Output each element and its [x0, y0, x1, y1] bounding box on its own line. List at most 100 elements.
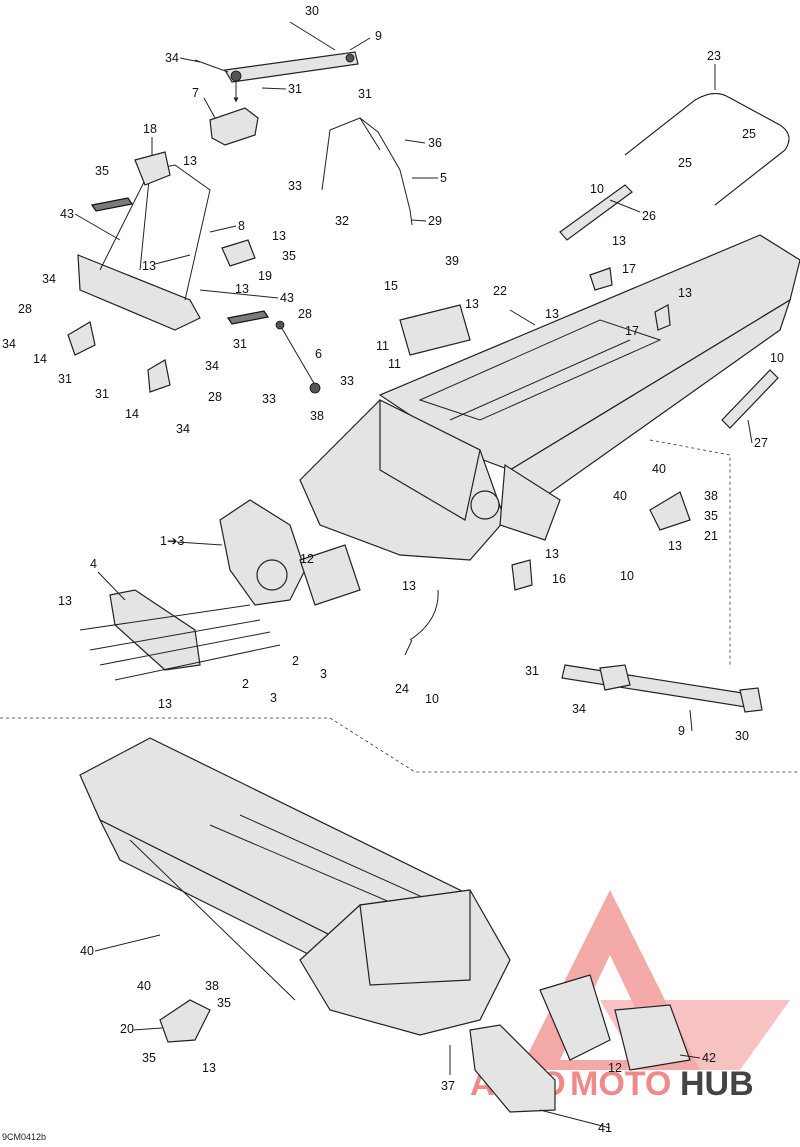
callout-18: 18 [143, 122, 157, 136]
callout-33: 33 [288, 179, 302, 193]
callout-33: 33 [262, 392, 276, 406]
part-12-lower [539, 974, 611, 1061]
callout-25: 25 [678, 156, 692, 170]
part-15-bracket [399, 304, 471, 356]
part-23-grab-handle [624, 93, 790, 206]
part-16-bracket [511, 559, 533, 591]
callout-5: 5 [440, 171, 447, 185]
watermark-suffix: HUB [680, 1065, 754, 1103]
callout-3: 3 [320, 667, 327, 681]
callout-3: 3 [270, 691, 277, 705]
callout-34: 34 [165, 51, 179, 65]
callout-34: 34 [2, 337, 16, 351]
callout-2: 2 [242, 677, 249, 691]
callout-27: 27 [754, 436, 768, 450]
callout-13: 13 [202, 1061, 216, 1075]
callout-4: 4 [90, 557, 97, 571]
part-41-plate [469, 1024, 556, 1113]
part-5-steering-post [321, 117, 413, 226]
callout-12: 12 [608, 1061, 622, 1075]
callout-10: 10 [620, 569, 634, 583]
callout-9: 9 [678, 724, 685, 738]
callout-35: 35 [95, 164, 109, 178]
callout-14: 14 [125, 407, 139, 421]
part-43-decal-upper [91, 197, 133, 212]
callout-13: 13 [545, 307, 559, 321]
callout-41: 41 [598, 1121, 612, 1135]
part-43-decal-lower [227, 310, 269, 325]
callout-10: 10 [770, 351, 784, 365]
callout-35: 35 [217, 996, 231, 1010]
callout-15: 15 [384, 279, 398, 293]
callout-9: 9 [375, 29, 382, 43]
callout-13: 13 [678, 286, 692, 300]
callout-31: 31 [95, 387, 109, 401]
callout-31: 31 [358, 87, 372, 101]
callout-labels: 30 9 34 31 7 31 36 33 5 32 29 23 25 25 1… [2, 4, 784, 1135]
callout-28: 28 [298, 307, 312, 321]
part-8-front-frame [77, 151, 256, 331]
callout-36: 36 [428, 136, 442, 150]
diagram-code: 9CM0412b [2, 1132, 47, 1142]
callout-28: 28 [208, 390, 222, 404]
callout-26: 26 [642, 209, 656, 223]
callout-13: 13 [465, 297, 479, 311]
part-27-rail [721, 369, 779, 429]
callout-24: 24 [395, 682, 409, 696]
part-9-upper-arm [194, 21, 359, 103]
screws-13-front [79, 604, 281, 681]
callout-35: 35 [282, 249, 296, 263]
callout-23: 23 [707, 49, 721, 63]
callout-13: 13 [545, 547, 559, 561]
callout-40: 40 [613, 489, 627, 503]
part-20-footrest [159, 999, 211, 1043]
callout-33: 33 [340, 374, 354, 388]
callout-12: 12 [300, 552, 314, 566]
callout-43: 43 [280, 291, 294, 305]
callout-19: 19 [258, 269, 272, 283]
callout-8: 8 [238, 219, 245, 233]
callout-20: 20 [120, 1022, 134, 1036]
callout-13: 13 [668, 539, 682, 553]
callout-31: 31 [58, 372, 72, 386]
part-4-side-plate [109, 589, 201, 671]
callout-37: 37 [441, 1079, 455, 1093]
callout-14: 14 [33, 352, 47, 366]
part-24-tab [404, 639, 413, 656]
callout-34: 34 [42, 272, 56, 286]
leader-lines [74, 37, 753, 1129]
callout-42: 42 [702, 1051, 716, 1065]
callout-40: 40 [80, 944, 94, 958]
callout-13: 13 [158, 697, 172, 711]
part-17-bracket [589, 267, 613, 291]
callout-6: 6 [315, 347, 322, 361]
callout-11: 11 [388, 357, 401, 371]
callout-28: 28 [18, 302, 32, 316]
callout-7: 7 [192, 86, 199, 100]
callout-1-to-3: 1➔3 [160, 534, 184, 548]
callout-10: 10 [425, 692, 439, 706]
part-26-rail [559, 184, 633, 241]
callout-31: 31 [288, 82, 302, 96]
callout-22: 22 [493, 284, 507, 298]
part-21-footrest [649, 491, 691, 531]
leader-24 [409, 589, 439, 641]
callout-11: 11 [376, 339, 389, 353]
callout-13: 13 [58, 594, 72, 608]
part-1-3-front-module [219, 499, 306, 606]
callout-10: 10 [590, 182, 604, 196]
part-9-lower-arm [561, 664, 763, 713]
callout-39: 39 [445, 254, 459, 268]
callout-43: 43 [60, 207, 74, 221]
callout-35: 35 [704, 509, 718, 523]
callout-34: 34 [205, 359, 219, 373]
callout-13: 13 [272, 229, 286, 243]
part-13-bracket-top [654, 304, 671, 331]
callout-38: 38 [205, 979, 219, 993]
callout-13: 13 [402, 579, 416, 593]
part-6-strut [275, 320, 321, 394]
callout-30: 30 [735, 729, 749, 743]
callout-13: 13 [183, 154, 197, 168]
callout-40: 40 [652, 462, 666, 476]
